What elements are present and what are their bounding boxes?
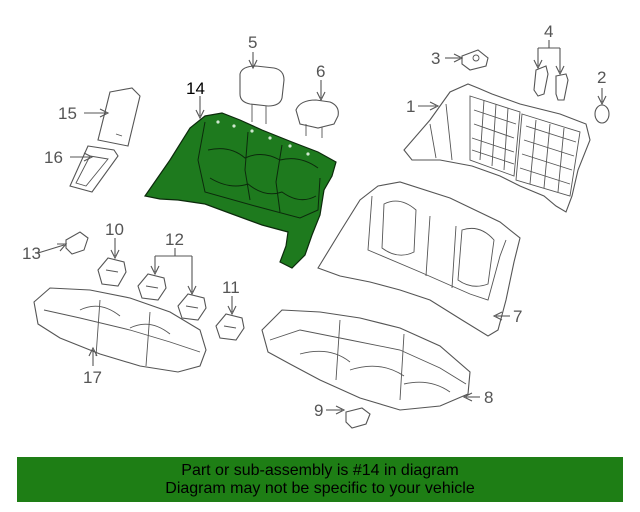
- part-4-bolts[interactable]: [533, 65, 569, 101]
- banner-line-2: Diagram may not be specific to your vehi…: [165, 480, 475, 497]
- part-14-seat-back-cover[interactable]: [143, 112, 337, 269]
- callout-1: 1: [406, 97, 415, 116]
- callout-13: 13: [22, 244, 41, 263]
- callout-6: 6: [316, 62, 325, 81]
- part-6-headrest[interactable]: [295, 99, 339, 138]
- callout-7: 7: [513, 307, 522, 326]
- part-9-clip[interactable]: [345, 407, 371, 429]
- part-1-seat-back-frame[interactable]: [403, 83, 591, 213]
- part-15-trim-panel[interactable]: [97, 87, 141, 147]
- part-16-backing-board[interactable]: [69, 145, 119, 193]
- banner-line-1: Part or sub-assembly is #14 in diagram: [181, 462, 459, 479]
- callout-10: 10: [105, 220, 124, 239]
- part-10-bracket[interactable]: [97, 257, 127, 287]
- callout-2: 2: [597, 68, 606, 87]
- part-7-seat-back-assembly[interactable]: [317, 181, 521, 337]
- part-13-clip[interactable]: [65, 231, 89, 255]
- callout-5: 5: [248, 33, 257, 52]
- callout-15: 15: [58, 104, 77, 123]
- callout-8: 8: [484, 388, 493, 407]
- part-8-seat-cushion[interactable]: [261, 309, 471, 411]
- part-3-clip[interactable]: [461, 49, 489, 71]
- callout-14: 14: [186, 79, 205, 98]
- callout-17: 17: [83, 368, 102, 387]
- callout-16: 16: [44, 148, 63, 167]
- callout-11: 11: [222, 278, 240, 297]
- part-11-bracket[interactable]: [215, 313, 245, 341]
- part-5-headrest[interactable]: [239, 65, 285, 124]
- info-banner: Part or sub-assembly is #14 in diagram D…: [17, 457, 623, 502]
- part-12-brackets[interactable]: [137, 273, 207, 321]
- part-2-washer[interactable]: [594, 104, 610, 124]
- callout-4: 4: [544, 22, 553, 41]
- part-17-cushion-pad[interactable]: [33, 287, 207, 373]
- callout-9: 9: [314, 401, 323, 420]
- callout-12: 12: [165, 230, 184, 249]
- callout-3: 3: [431, 49, 440, 68]
- parts-diagram: 14 15 16 5 6 3 4 2 1 7 8 9 10 11 12 13 1…: [22, 22, 610, 429]
- leader-lines: [37, 40, 607, 415]
